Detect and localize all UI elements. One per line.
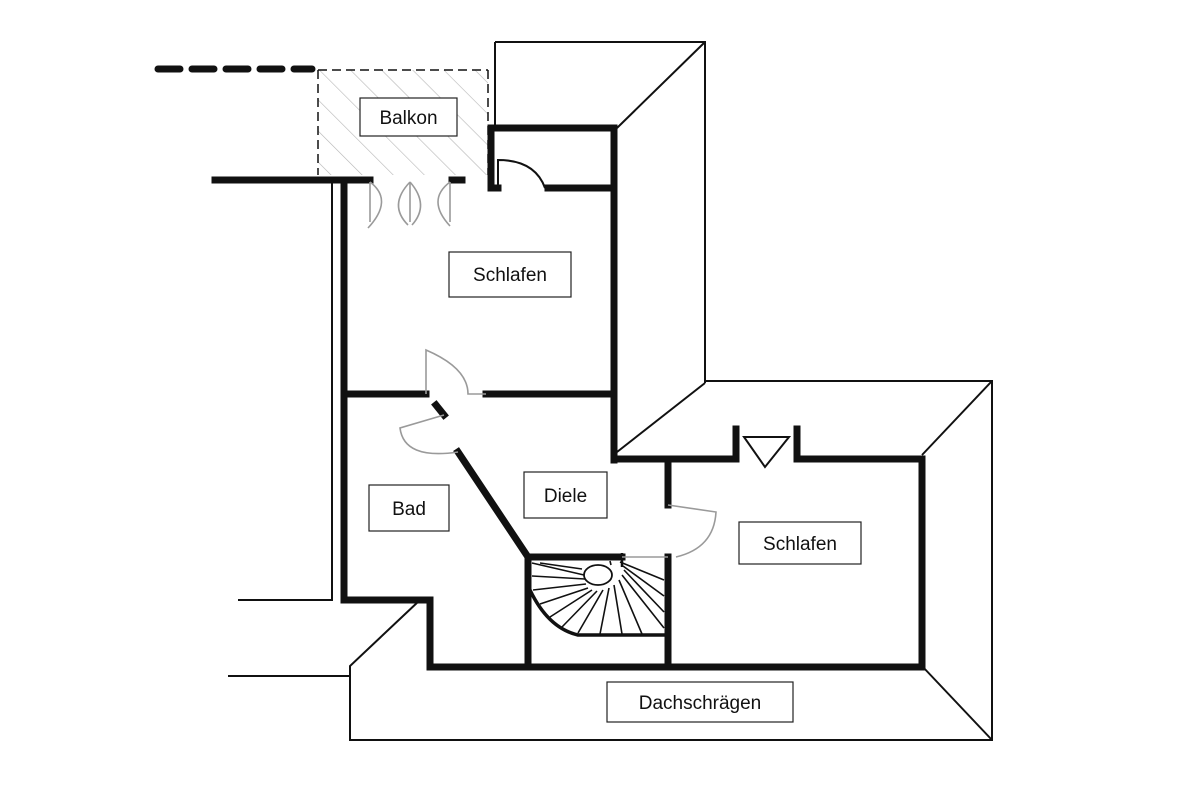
doors (367, 158, 717, 558)
room-label-diele: Diele (523, 471, 608, 519)
svg-text:Diele: Diele (544, 486, 587, 507)
room-label-balkon: Balkon (359, 97, 458, 137)
room-label-bad: Bad (368, 484, 450, 532)
roof-outlines (228, 41, 993, 741)
room-label-schlafen-top: Schlafen (448, 251, 572, 298)
svg-text:Schlafen: Schlafen (763, 534, 837, 555)
svg-text:Dachschrägen: Dachschrägen (639, 693, 762, 714)
svg-text:Balkon: Balkon (379, 108, 437, 129)
room-label-dachschraegen: Dachschrägen (606, 681, 794, 723)
room-label-schlafen-right: Schlafen (738, 521, 862, 565)
svg-text:Schlafen: Schlafen (473, 265, 547, 286)
staircase (528, 553, 666, 637)
walls (211, 124, 926, 671)
chimney-icon (742, 436, 792, 469)
svg-text:Bad: Bad (392, 499, 426, 520)
